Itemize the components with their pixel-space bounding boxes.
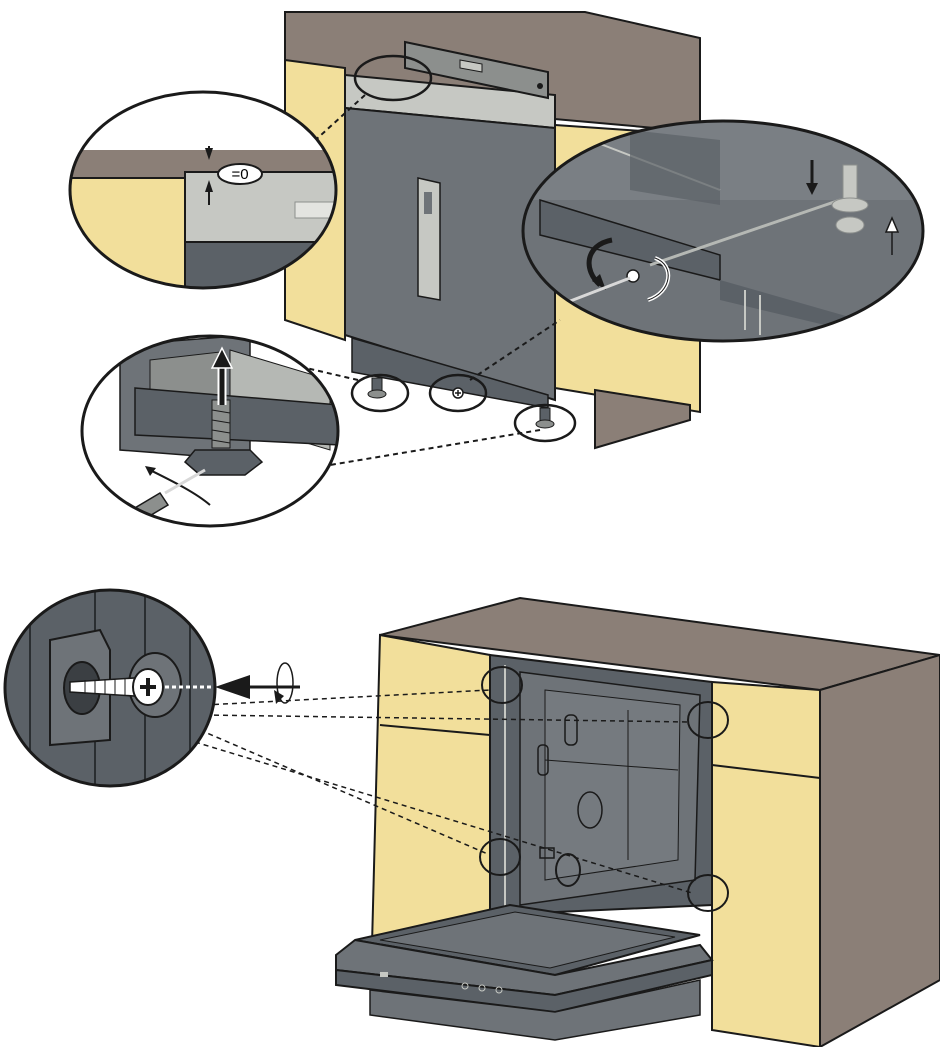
bottom-illustration: [3, 588, 940, 1047]
rotation-arrow-icon: [149, 469, 211, 506]
detail-height-adjust: [521, 119, 925, 343]
screw-icon: [452, 387, 464, 399]
adjustable-foot-icon: [831, 164, 869, 234]
screw-icon: [69, 668, 164, 706]
detail-marker-foot-left: [350, 373, 410, 413]
detail-marker-foot-right: [513, 403, 577, 443]
up-arrow-icon: [205, 180, 213, 192]
gap-label: =0: [231, 166, 248, 183]
door-hinge-bracket: [417, 177, 441, 301]
top-illustration: =0: [68, 11, 925, 528]
detail-marker-top: [353, 54, 433, 102]
screw-icon: [626, 269, 640, 283]
down-arrow-icon: [806, 160, 818, 195]
cabinet-base: [594, 388, 691, 450]
leader-lines-bottom: [194, 689, 693, 894]
door-control-panel: [335, 958, 713, 1014]
detail-marker-screw: [428, 373, 488, 413]
push-arrow-icon: [215, 675, 300, 699]
adjustable-foot-icon: [183, 399, 264, 476]
adjustable-foot-icon: [367, 377, 555, 429]
cabinet-top: [379, 596, 940, 692]
left-cabinet-front: [370, 633, 491, 962]
mount-marker-2: [687, 701, 729, 739]
gap-label-bubble: [217, 163, 263, 185]
right-cabinet-front: [711, 680, 821, 1047]
dishwasher-door-panel: [344, 106, 556, 402]
cabinet-right-side: [819, 653, 940, 1047]
detail-foot-adjust: [80, 334, 340, 528]
spirit-level-icon: [404, 40, 549, 100]
mount-marker-4: [687, 874, 729, 912]
detail-gap-zero: =0: [68, 90, 338, 290]
control-buttons: [380, 972, 503, 994]
mount-marker-3: [479, 838, 521, 876]
rotation-arrow-icon: [274, 662, 294, 704]
detail-screw-mount: [3, 588, 217, 788]
hinge-slot: [424, 192, 432, 214]
mount-marker-1: [481, 666, 523, 704]
up-arrow-icon: [884, 216, 900, 255]
kick-plate-bottom: [369, 979, 701, 1041]
up-arrow-icon: [210, 346, 234, 405]
